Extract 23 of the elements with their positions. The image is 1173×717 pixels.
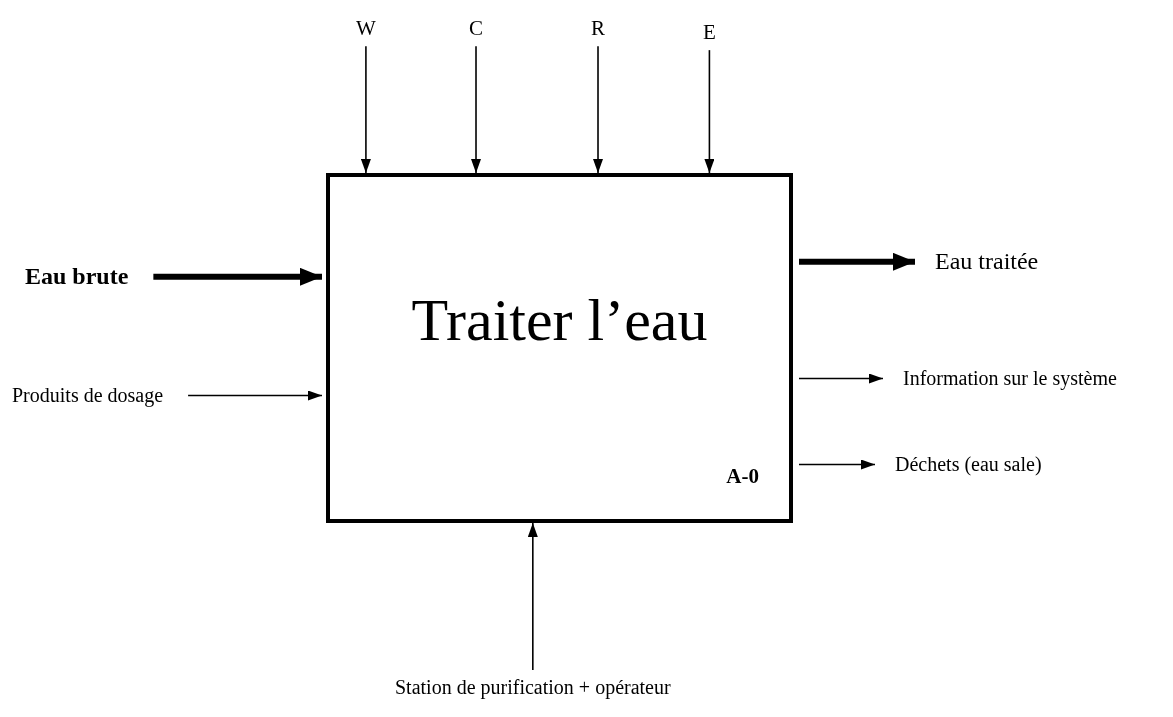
- arrow: [471, 45, 481, 174]
- flow-label: W: [356, 16, 376, 41]
- flow-label: R: [591, 16, 605, 41]
- flow-label: Eau brute: [25, 263, 129, 291]
- arrow: [704, 49, 715, 174]
- arrow: [798, 373, 884, 384]
- arrow: [593, 45, 603, 174]
- arrow: [360, 45, 371, 174]
- flow-label: Produits de dosage: [12, 384, 164, 407]
- arrow: [153, 267, 322, 286]
- flow-label: Déchets (eau sale): [895, 453, 1042, 476]
- process-title: Traiter l’eau: [410, 287, 709, 353]
- flow-label: E: [703, 20, 716, 45]
- arrow: [798, 459, 876, 470]
- flow-label: Eau traitée: [935, 248, 1039, 276]
- arrow: [187, 390, 323, 401]
- arrow: [799, 252, 915, 271]
- flow-label: Information sur le système: [903, 367, 1117, 390]
- flow-label: C: [469, 16, 483, 41]
- process-box: [326, 173, 793, 523]
- node-code: A-0: [726, 464, 759, 489]
- arrow: [527, 522, 538, 671]
- flow-label: Station de purification + opérateur: [395, 676, 671, 699]
